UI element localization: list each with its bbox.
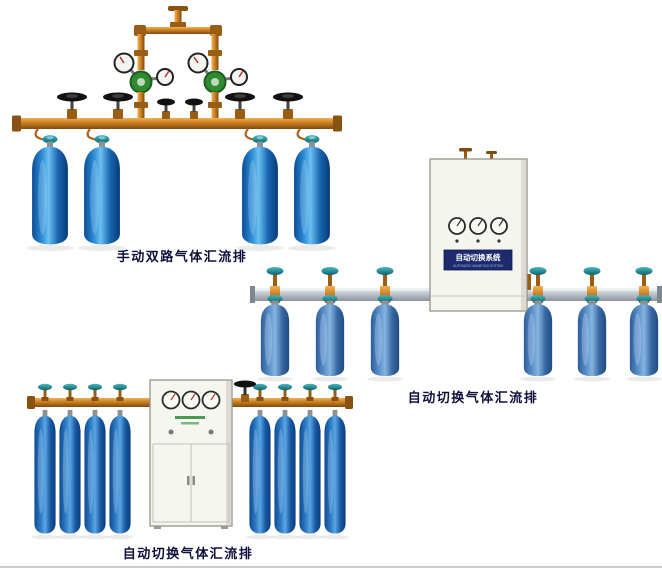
gas-cylinder [299, 409, 321, 534]
cylinder-shadow [106, 534, 134, 540]
cylinder-shadow [31, 534, 59, 540]
cabinet-foot [154, 526, 161, 529]
gas-cylinder [370, 294, 400, 377]
cylinder-shadow [78, 245, 126, 251]
cylinder-shadow [257, 376, 293, 382]
station-valve [303, 383, 317, 401]
gas-cylinder [315, 294, 345, 377]
cylinder-shadow [367, 376, 403, 382]
gas-cylinder [274, 409, 296, 534]
handwheel-valve [273, 92, 303, 119]
panel-knob [208, 429, 214, 435]
caption-auto-changeover-right: 自动切换气体汇流排 [407, 390, 539, 405]
cabinet-nameplate [443, 249, 513, 271]
control-cabinet [149, 379, 233, 529]
cylinder-shadow [56, 534, 84, 540]
label-print [181, 422, 199, 425]
manifold-bar [12, 115, 342, 132]
cylinder-shadow [520, 376, 556, 382]
panel-knob [168, 429, 174, 435]
station-valve [63, 383, 77, 401]
gas-cylinder [523, 294, 553, 377]
door-handle [187, 476, 190, 485]
header-pipe-assembly [134, 6, 222, 70]
bottom-divider [0, 566, 662, 568]
gas-cylinder [629, 294, 659, 377]
gas-cylinder [109, 409, 131, 534]
cylinder-shadow [574, 376, 610, 382]
door-handle [192, 476, 195, 485]
handwheel-valve [234, 380, 256, 402]
gas-cylinder [324, 409, 346, 534]
cylinder-shadow [236, 245, 284, 251]
control-cabinet: 自动切换系统 AUTOMATIC MANIFOLD SYSTEM [429, 148, 531, 312]
cylinder-shadow [26, 245, 74, 251]
station-valve [113, 383, 127, 401]
indicator-dot [455, 239, 459, 243]
gas-cylinder [84, 409, 106, 534]
handwheel-valve [157, 98, 175, 119]
cylinder-shadow [321, 534, 349, 540]
label-print [175, 416, 205, 419]
cylinder-shadow [312, 376, 348, 382]
cylinder-pigtails [34, 128, 312, 142]
cylinder-shadow [288, 245, 336, 251]
regulator-station-right [187, 52, 248, 120]
station-valve [88, 383, 102, 401]
gas-cylinder [59, 409, 81, 534]
nameplate-title: 自动切换系统 [456, 252, 501, 262]
station-valve [38, 383, 52, 401]
cylinder-shadow [81, 534, 109, 540]
station-valve [253, 383, 267, 401]
handwheel-valve [225, 92, 255, 119]
regulator-station-left [113, 52, 174, 120]
handwheel-valve [57, 92, 87, 119]
gas-cylinder [260, 294, 290, 377]
indicator-dot [497, 239, 501, 243]
gas-cylinder [84, 135, 120, 245]
gas-cylinder [577, 294, 607, 377]
indicator-dot [476, 239, 480, 243]
gas-cylinder [32, 135, 68, 245]
cabinet-foot [221, 526, 228, 529]
station-valve [278, 383, 292, 401]
auto-changeover-cabinet-manifold-illustration [27, 379, 353, 540]
cabinet-door [190, 443, 230, 523]
cylinder-shadow [246, 534, 274, 540]
caption-manual-dual-manifold: 手动双路气体汇流排 [116, 249, 248, 264]
caption-auto-changeover-bottom: 自动切换气体汇流排 [122, 546, 254, 561]
cylinder-shadow [271, 534, 299, 540]
gas-cylinder [34, 409, 56, 534]
auto-changeover-manifold-illustration: 自动切换系统 AUTOMATIC MANIFOLD SYSTEM [250, 148, 662, 382]
cylinder-shadow [296, 534, 324, 540]
station-valve [328, 383, 342, 401]
gas-cylinder [249, 409, 271, 534]
handwheel-valve [103, 92, 133, 119]
cylinder-shadow [626, 376, 662, 382]
manual-dual-manifold-illustration [12, 6, 342, 251]
handwheel-valve [185, 98, 203, 119]
nameplate-subtitle: AUTOMATIC MANIFOLD SYSTEM [453, 264, 503, 268]
